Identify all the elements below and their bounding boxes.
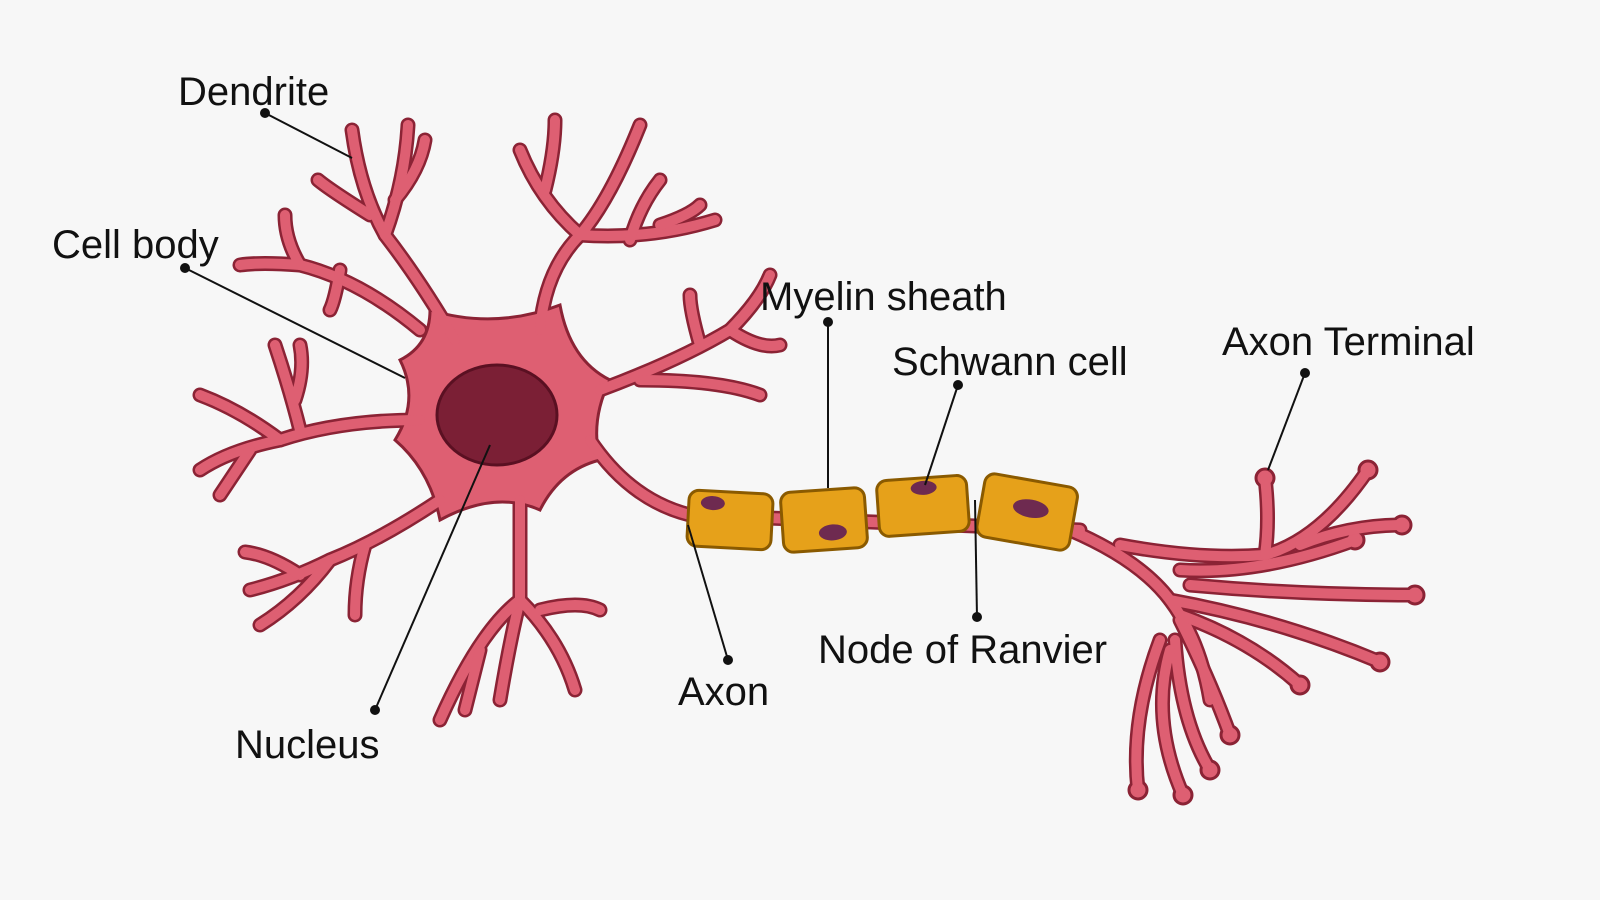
label-cell-body: Cell body bbox=[52, 223, 219, 267]
label-axon-terminal: Axon Terminal bbox=[1222, 320, 1475, 364]
label-dendrite: Dendrite bbox=[178, 70, 329, 114]
neuron-outline bbox=[200, 120, 1426, 806]
nucleus-shape bbox=[435, 363, 559, 467]
label-node-of-ranvier: Node of Ranvier bbox=[818, 628, 1107, 672]
myelin-sheath bbox=[685, 472, 1079, 554]
label-schwann-cell: Schwann cell bbox=[892, 340, 1128, 384]
label-nucleus: Nucleus bbox=[235, 723, 380, 767]
label-axon: Axon bbox=[678, 670, 769, 714]
leader-lines bbox=[180, 108, 1310, 715]
label-myelin-sheath: Myelin sheath bbox=[760, 275, 1007, 319]
